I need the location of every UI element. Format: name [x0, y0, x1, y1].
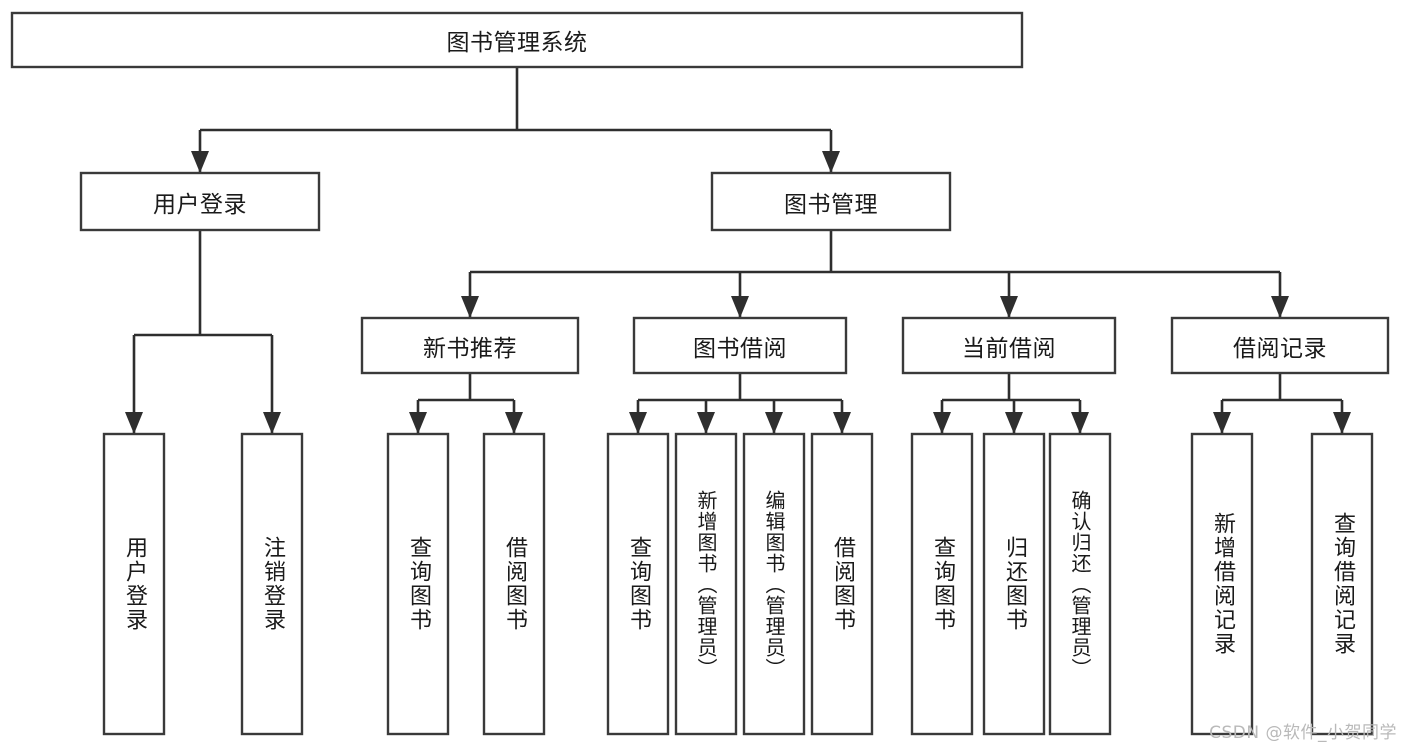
node-图书管理[interactable] [710, 171, 952, 232]
leaf-查询图书[interactable] [606, 432, 670, 736]
arrow-head-icon [933, 412, 951, 434]
arrow-head-icon [1005, 412, 1023, 434]
leaf-查询图书[interactable] [910, 432, 974, 736]
leaf-用户登录[interactable] [102, 432, 166, 736]
node-图书管理系统-root[interactable] [10, 11, 1024, 69]
node-新书推荐[interactable] [360, 316, 580, 375]
arrow-head-icon [461, 296, 479, 318]
leaf-查询图书[interactable] [386, 432, 450, 736]
leaf-编辑图书管理员[interactable] [742, 432, 806, 736]
arrow-head-icon [1213, 412, 1231, 434]
leaf-确认归还管理员[interactable] [1048, 432, 1112, 736]
node-用户登录[interactable] [79, 171, 321, 232]
arrow-head-icon [765, 412, 783, 434]
arrow-head-icon [822, 151, 840, 173]
arrow-head-icon [833, 412, 851, 434]
arrow-head-icon [1333, 412, 1351, 434]
leaf-新增图书管理员[interactable] [674, 432, 738, 736]
leaf-借阅图书[interactable] [482, 432, 546, 736]
leaf-新增借阅记录[interactable] [1190, 432, 1254, 736]
arrow-head-icon [263, 412, 281, 434]
arrow-head-icon [1271, 296, 1289, 318]
node-借阅记录[interactable] [1170, 316, 1390, 375]
arrow-head-icon [731, 296, 749, 318]
leaf-归还图书[interactable] [982, 432, 1046, 736]
arrow-head-icon [629, 412, 647, 434]
leaf-注销登录[interactable] [240, 432, 304, 736]
arrow-head-icon [191, 151, 209, 173]
arrow-head-icon [125, 412, 143, 434]
node-图书借阅[interactable] [632, 316, 848, 375]
arrow-head-icon [505, 412, 523, 434]
connector-layer [125, 67, 1351, 434]
arrow-head-icon [1000, 296, 1018, 318]
node-当前借阅[interactable] [901, 316, 1117, 375]
leaf-借阅图书[interactable] [810, 432, 874, 736]
box-layer [10, 11, 1390, 736]
arrow-head-icon [409, 412, 427, 434]
arrow-head-icon [1071, 412, 1089, 434]
leaf-查询借阅记录[interactable] [1310, 432, 1374, 736]
arrow-head-icon [697, 412, 715, 434]
